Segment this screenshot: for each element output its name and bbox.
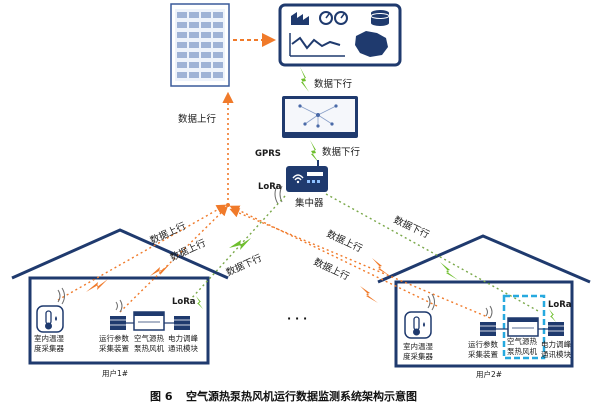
u2-lora-label: LoRa [548, 300, 572, 310]
u1-lora-lightning [196, 296, 203, 309]
caption-title: 空气源热泵热风机运行数据监测系统架构示意图 [186, 389, 417, 403]
u2-collector-label-2: 采集装置 [468, 349, 498, 359]
u2-power-module-icon [548, 322, 564, 336]
u1-lightning-b [150, 264, 170, 276]
u2-param-collector-icon [480, 322, 496, 336]
u2-power-label-2: 通讯模块 [541, 349, 571, 359]
u1-down-line [189, 195, 286, 301]
concentrator-icon [286, 160, 328, 192]
u1-lightning-a [86, 279, 108, 292]
u1-sensor-wave-icon [57, 287, 65, 305]
label-u2-down: 数据下行 [392, 214, 432, 241]
label-up-vertical: 数据上行 [178, 113, 217, 125]
monitor-screen-icon [170, 3, 230, 87]
hub-node [226, 203, 230, 207]
u2-up-arrow-b [229, 208, 491, 319]
u1-param-collector-icon [110, 316, 126, 330]
u2-lightning-b [360, 286, 378, 303]
analytics-dashboard-icon [278, 3, 402, 67]
u1-indoor-sensor-icon [36, 305, 64, 333]
u1-power-label-1: 电力调峰 [168, 333, 198, 343]
u2-sensor-label-2: 度采集器 [403, 351, 433, 361]
u1-collector-label-1: 运行参数 [99, 333, 129, 343]
label-gateway-lora: LoRa [258, 182, 282, 192]
u1-sensor-label-1: 室内温湿 [34, 333, 64, 343]
house-user2 [377, 234, 591, 368]
u1-heatpump-label-1: 空气源热 [134, 333, 164, 343]
u2-lightning-a [372, 258, 390, 276]
label-concentrator: 集中器 [295, 197, 324, 209]
u2-lightning-c [440, 262, 458, 280]
u2-indoor-sensor-icon [404, 311, 432, 339]
u1-heat-pump-icon [133, 311, 165, 331]
u1-sensor-label-2: 度采集器 [34, 343, 64, 353]
u1-collector-wave-icon [115, 299, 123, 313]
u1-heatpump-label-2: 泵热风机 [134, 343, 164, 353]
server-screen-icon [282, 96, 358, 138]
ellipsis: · · · [287, 312, 307, 325]
u2-collector-wave-icon [485, 305, 493, 319]
u2-lora-lightning [549, 309, 556, 322]
label-u1-up-a: 数据上行 [148, 220, 188, 247]
house-user1 [11, 228, 229, 365]
u1-power-label-2: 通讯模块 [168, 343, 198, 353]
u2-down-line [325, 193, 541, 313]
label-gprs: GPRS [255, 149, 281, 159]
label-u2-up-b: 数据上行 [312, 256, 352, 283]
u2-heat-pump-icon [507, 317, 539, 337]
u2-house-label: 用户2# [476, 369, 502, 379]
label-down-mid: 数据下行 [322, 146, 361, 158]
u1-power-module-icon [174, 316, 190, 330]
u2-heatpump-label-1: 空气源热 [507, 336, 537, 346]
lightning-mid-icon [310, 140, 319, 163]
u2-power-label-1: 电力调峰 [541, 339, 571, 349]
u2-collector-label-1: 运行参数 [468, 339, 498, 349]
u1-lora-label: LoRa [172, 297, 196, 307]
caption-figure-number: 图 6 [150, 390, 173, 403]
u1-collector-label-2: 采集装置 [99, 343, 129, 353]
label-down-top: 数据下行 [314, 78, 353, 90]
u1-up-arrow-a [57, 204, 227, 301]
u2-sensor-label-1: 室内温湿 [403, 341, 433, 351]
u2-sensor-wave-icon [427, 293, 435, 311]
u1-lightning-c [229, 238, 251, 250]
lightning-top-icon [300, 67, 309, 92]
u1-house-label: 用户1# [102, 368, 128, 378]
label-u2-up-a: 数据上行 [325, 228, 365, 255]
u2-heatpump-label-2: 泵热风机 [507, 346, 537, 356]
u2-heat-pump-highlight [502, 294, 546, 360]
